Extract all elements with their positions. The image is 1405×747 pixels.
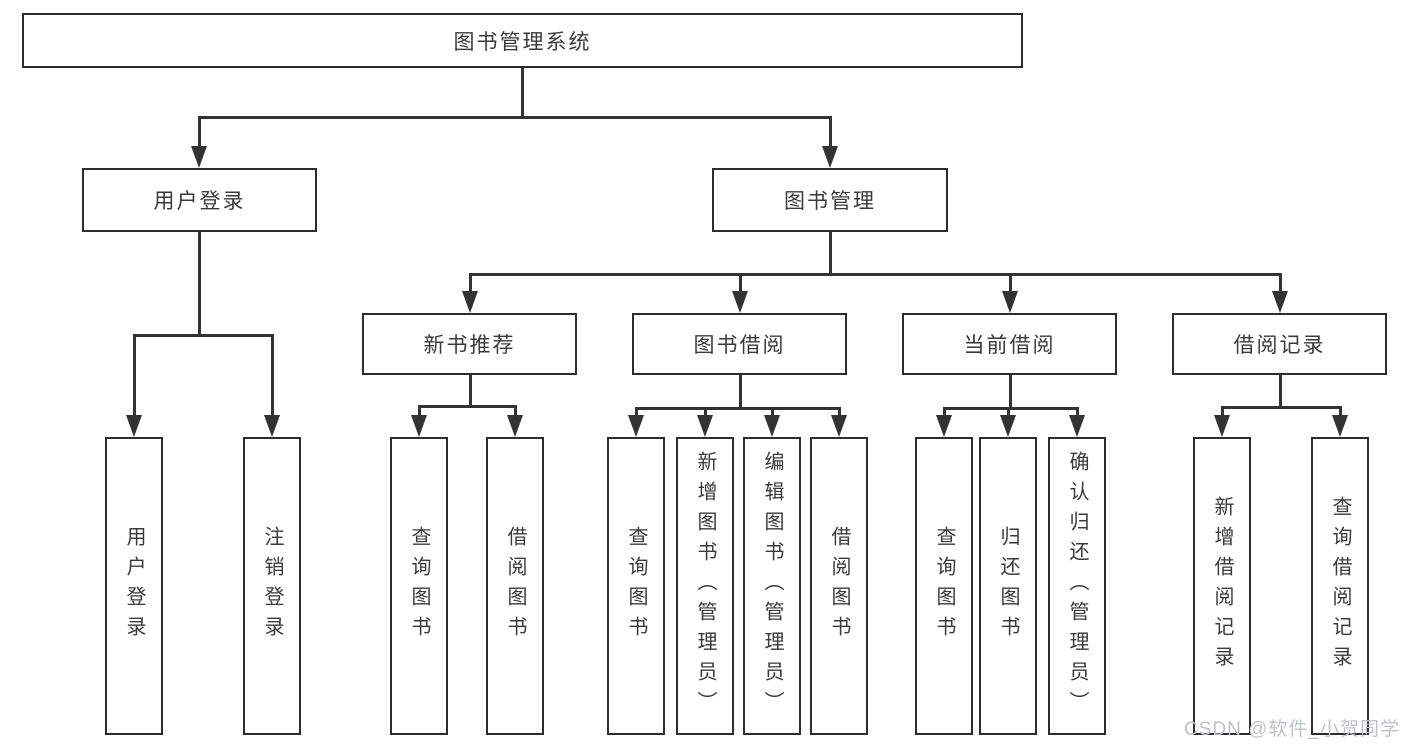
arrowhead-leaf-login (126, 415, 142, 437)
edge-book-management-drop (828, 232, 832, 275)
edge-to-leaf-query3 (942, 408, 946, 417)
edge-level2-bus (197, 115, 832, 119)
node-user-login-label: 用户登录 (153, 190, 246, 213)
leaf-add-book-admin: 新增图书（管理员） (676, 437, 734, 735)
edge-new-book-drop (468, 374, 472, 407)
leaf-confirm-return-admin: 确认归还（管理员） (1048, 437, 1106, 735)
edge-to-book-management (828, 117, 832, 150)
edge-to-leaf-query1 (417, 406, 421, 417)
edge-to-leaf-edit-book (770, 408, 774, 417)
leaf-query-books-current: 查询图书 (915, 437, 973, 735)
edge-to-leaf-logout (270, 335, 274, 417)
node-book-borrow-label: 图书借阅 (693, 334, 786, 357)
arrowhead-leaf-query2 (628, 415, 644, 437)
leaf-query-borrow-record: 查询借阅记录 (1311, 437, 1369, 735)
leaf-logout: 注销登录 (243, 437, 301, 735)
arrowhead-book-management (822, 146, 838, 168)
arrowhead-leaf-confirm-return (1069, 415, 1085, 437)
edge-to-leaf-confirm-return (1075, 408, 1079, 417)
arrowhead-leaf-borrow2 (831, 415, 847, 437)
arrowhead-current-borrow (1002, 291, 1018, 313)
edge-to-leaf-add-record (1220, 407, 1224, 417)
edge-book-borrow-drop (738, 374, 742, 409)
arrowhead-leaf-borrow1 (507, 415, 523, 437)
edge-to-leaf-return (1006, 408, 1010, 417)
leaf-borrow-books-recommend: 借阅图书 (486, 437, 544, 735)
node-borrow-records: 借阅记录 (1172, 313, 1387, 375)
edge-to-current-borrow (1008, 274, 1012, 293)
edge-user-login-bus (132, 333, 274, 337)
edge-user-login-drop (197, 232, 201, 336)
edge-current-borrow-drop (1008, 374, 1012, 408)
arrowhead-leaf-add-record (1214, 415, 1230, 437)
node-borrow-records-label: 借阅记录 (1233, 334, 1326, 357)
node-current-borrow-label: 当前借阅 (963, 334, 1056, 357)
edge-root-drop (520, 68, 524, 118)
edge-to-leaf-borrow2 (837, 408, 841, 417)
leaf-edit-book-admin: 编辑图书（管理员） (743, 437, 801, 735)
arrowhead-leaf-return (1000, 415, 1016, 437)
edge-to-book-borrow (738, 274, 742, 293)
edge-to-borrow-records (1278, 274, 1282, 293)
arrowhead-leaf-query-record (1332, 415, 1348, 437)
arrowhead-leaf-query1 (411, 415, 427, 437)
edge-to-leaf-add-book (703, 408, 707, 417)
node-book-borrow: 图书借阅 (632, 313, 847, 375)
leaf-borrow-books: 借阅图书 (810, 437, 868, 735)
edge-to-new-book (468, 274, 472, 293)
node-root: 图书管理系统 (22, 13, 1023, 68)
arrowhead-leaf-edit-book (764, 415, 780, 437)
arrowhead-user-login (191, 146, 207, 168)
csdn-watermark: CSDN @软件_小贺同学 (1184, 719, 1400, 740)
edge-book-borrow-bus (634, 406, 841, 410)
edge-to-leaf-query-record (1338, 407, 1342, 417)
edge-borrow-records-bus (1220, 405, 1342, 409)
node-current-borrow: 当前借阅 (902, 313, 1117, 375)
node-new-book-recommend-label: 新书推荐 (423, 334, 516, 357)
node-user-login: 用户登录 (82, 168, 317, 232)
edge-to-leaf-query2 (634, 408, 638, 417)
edge-to-user-login (197, 117, 201, 150)
edge-to-leaf-borrow1 (513, 406, 517, 417)
leaf-query-books-recommend: 查询图书 (390, 437, 448, 735)
leaf-add-borrow-record: 新增借阅记录 (1193, 437, 1251, 735)
arrowhead-leaf-logout (264, 415, 280, 437)
node-book-management-label: 图书管理 (784, 190, 876, 213)
arrowhead-leaf-add-book (697, 415, 713, 437)
edge-to-leaf-login (132, 335, 136, 417)
edge-level3-bus (468, 272, 1282, 276)
arrowhead-new-book (462, 291, 478, 313)
edge-borrow-records-drop (1278, 374, 1282, 407)
node-book-management: 图书管理 (712, 168, 948, 232)
arrowhead-book-borrow (732, 291, 748, 313)
node-new-book-recommend: 新书推荐 (362, 313, 577, 375)
node-root-label: 图书管理系统 (453, 30, 592, 54)
edge-new-book-bus (417, 404, 517, 408)
leaf-query-books-borrow: 查询图书 (607, 437, 665, 735)
arrowhead-leaf-query3 (936, 415, 952, 437)
leaf-user-login: 用户登录 (105, 437, 163, 735)
leaf-return-books: 归还图书 (979, 437, 1037, 735)
arrowhead-borrow-records (1272, 291, 1288, 313)
edge-current-borrow-bus (942, 406, 1079, 410)
